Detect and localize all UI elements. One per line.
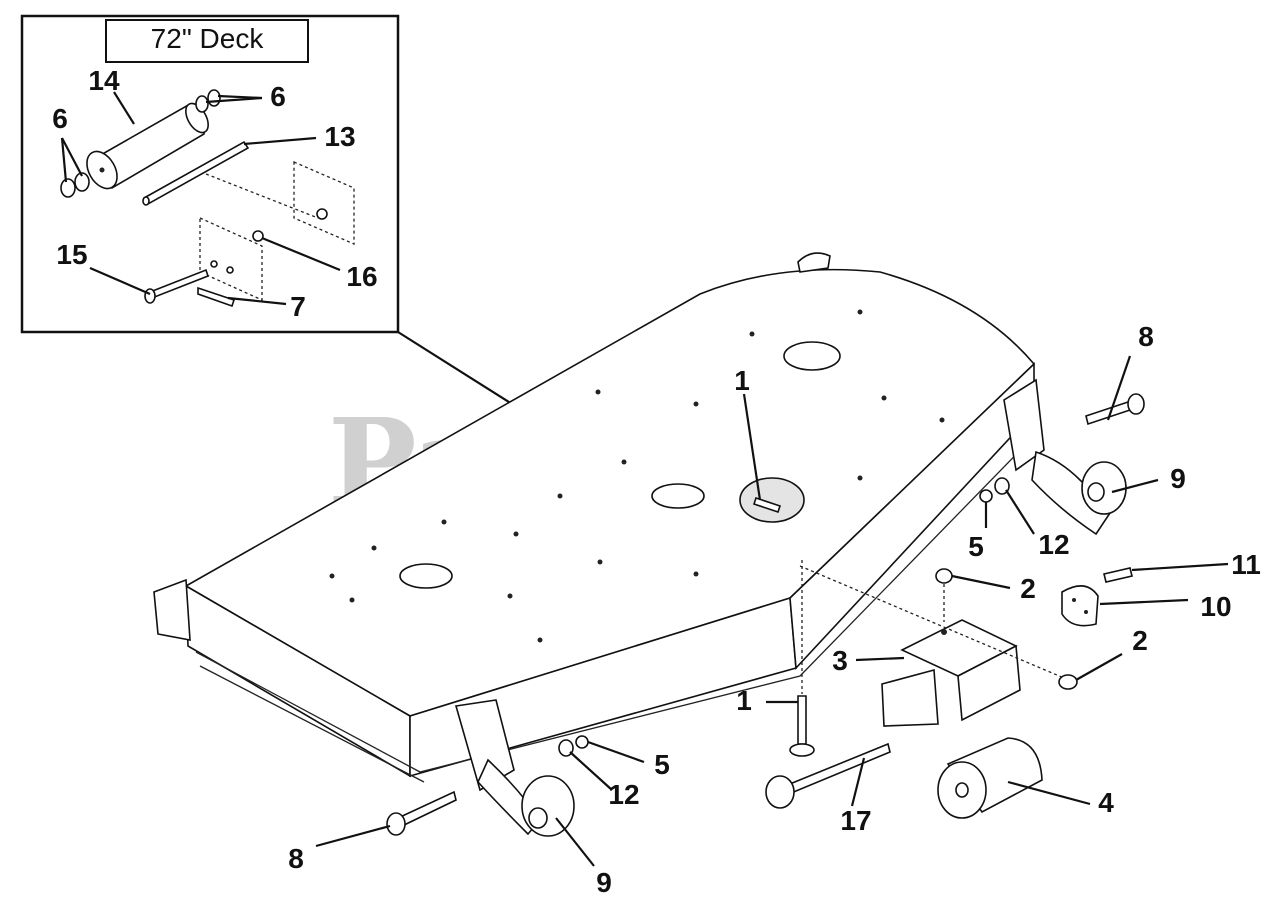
callout-7: 7 xyxy=(290,291,306,322)
callout-12-right: 12 xyxy=(1038,529,1069,560)
callout-5-left: 5 xyxy=(654,749,670,780)
inset-title: 72" Deck xyxy=(151,23,265,54)
inset-shaft-part xyxy=(142,140,250,206)
inset-washers-part xyxy=(60,89,221,198)
roller-part xyxy=(937,737,1043,819)
callout-16: 16 xyxy=(346,261,377,292)
carriage-bolt-upper-part xyxy=(752,496,782,514)
inset-box: 72" Deck xyxy=(20,14,513,405)
mower-deck xyxy=(153,252,1045,792)
roller-shaft-part xyxy=(765,742,891,809)
callout-5-right: 5 xyxy=(968,531,984,562)
callout-15: 15 xyxy=(56,239,87,270)
inset-title-box xyxy=(105,19,309,63)
callout-9-left: 9 xyxy=(596,867,612,898)
callout-1-upper: 1 xyxy=(734,365,750,396)
left-wheel-assembly xyxy=(386,735,589,837)
callout-4: 4 xyxy=(1098,787,1114,818)
callout-11: 11 xyxy=(1231,549,1261,580)
roller-bracket-part xyxy=(881,619,1021,727)
callout-3: 3 xyxy=(832,645,848,676)
main-leader-lines xyxy=(315,355,1229,867)
callout-17: 17 xyxy=(840,805,871,836)
callout-1-lower: 1 xyxy=(736,685,752,716)
callout-6-left: 6 xyxy=(52,103,68,134)
callout-10: 10 xyxy=(1200,591,1231,622)
deck-holes xyxy=(329,309,945,643)
nut-side-part xyxy=(1058,674,1078,690)
callout-13: 13 xyxy=(324,121,355,152)
inset-pin-part xyxy=(197,286,236,308)
inset-bolt-part xyxy=(144,268,209,304)
callout-8-left: 8 xyxy=(288,843,304,874)
callout-2-lower: 2 xyxy=(1132,625,1148,656)
callout-9-right: 9 xyxy=(1170,463,1186,494)
callout-14: 14 xyxy=(88,65,120,96)
callout-2-upper: 2 xyxy=(1020,573,1036,604)
inset-leader-line xyxy=(397,331,513,405)
nut-top-part xyxy=(935,568,953,584)
callout-8-right: 8 xyxy=(1138,321,1154,352)
callout-12-left: 12 xyxy=(608,779,639,810)
screw-part xyxy=(1103,567,1133,583)
inset-frame xyxy=(20,14,400,334)
callout-labels: 14 6 6 13 15 16 7 1 8 9 5 12 11 2 10 2 3… xyxy=(52,65,1261,898)
callout-6-right: 6 xyxy=(270,81,286,112)
wheel-adapter-part xyxy=(1061,585,1099,627)
carriage-bolt-lower-part xyxy=(789,560,815,757)
inset-bracket-plates xyxy=(199,161,355,302)
